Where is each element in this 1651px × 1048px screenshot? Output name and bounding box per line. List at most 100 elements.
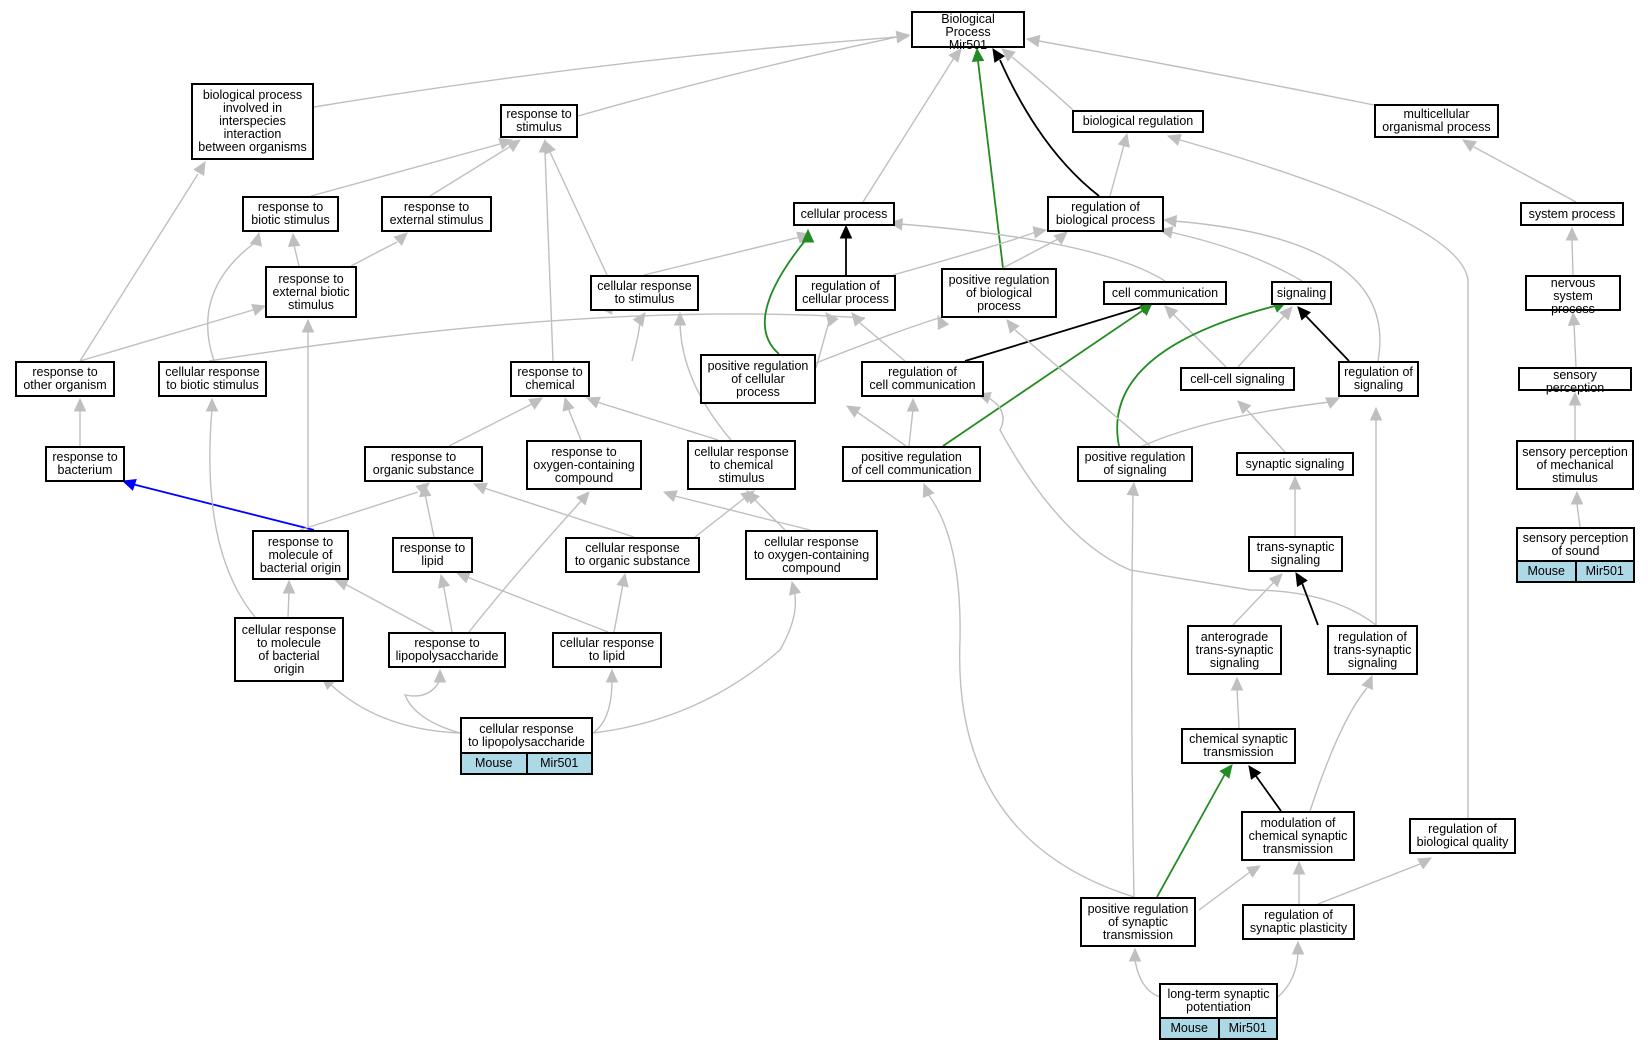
edge-line — [815, 317, 940, 364]
edge-line — [79, 173, 199, 362]
node-regulation-of-biological-process: regulation of biological process — [1047, 196, 1164, 232]
node-cellular-response-to-molecule-of-bacterial-origin: cellular response to molecule of bacteri… — [234, 617, 344, 682]
annotation-tags: Mouse Mir501 — [462, 752, 591, 773]
edge-line — [424, 493, 435, 538]
edge-arrowhead — [662, 490, 678, 503]
edge-line — [856, 411, 907, 447]
edge-line — [1237, 314, 1286, 368]
edge-arrowhead — [1292, 860, 1306, 875]
node-cellular-response-to-lipid: cellular response to lipid — [552, 632, 662, 668]
edge-line — [1134, 959, 1161, 998]
edge-line — [679, 319, 732, 441]
node-long-term-synaptic-potentiation[interactable]: long-term synaptic potentiation Mouse Mi… — [1159, 983, 1278, 1040]
edge-arrowhead — [193, 160, 206, 176]
edge-arrowhead — [73, 397, 87, 412]
edge-arrowhead — [472, 482, 488, 495]
edge-arrowhead — [1417, 857, 1433, 870]
node-biological-regulation: biological regulation — [1072, 110, 1204, 133]
node-cellular-response-to-oxygen-containing-compound: cellular response to oxygen-containing c… — [745, 530, 878, 580]
edge-arrowhead — [282, 579, 296, 594]
edge-arrowhead — [1219, 764, 1233, 779]
edge-arrowhead — [616, 572, 629, 588]
edge-line — [209, 408, 256, 618]
edge-line — [613, 583, 624, 633]
node-nervous-system-process: nervous system process — [1525, 275, 1621, 316]
node-regulation-of-synaptic-plasticity: regulation of synaptic plasticity — [1242, 904, 1355, 940]
edge-line — [344, 583, 435, 633]
edge-arrowhead — [746, 490, 760, 505]
edge-arrowhead — [205, 397, 219, 412]
edge-arrowhead — [333, 578, 349, 591]
species-tag[interactable]: Mouse — [462, 754, 526, 773]
node-biological-process-interspecies: biological process involved in interspec… — [191, 83, 314, 160]
node-response-to-lipid: response to lipid — [392, 537, 473, 573]
edge-arrowhead — [1164, 305, 1179, 320]
node-cellular-response-to-lipopolysaccharide[interactable]: cellular response to lipopolysaccharide … — [460, 717, 593, 775]
edge-line — [549, 151, 608, 276]
edge-line — [207, 240, 258, 362]
edge-arrowhead — [1246, 865, 1262, 878]
node-response-to-stimulus: response to stimulus — [500, 104, 578, 138]
edge-line — [329, 683, 461, 734]
edge-arrowhead — [1291, 940, 1305, 955]
edge-arrowhead — [605, 668, 619, 683]
edge-arrowhead — [1230, 676, 1244, 691]
edge-arrowhead — [1248, 765, 1262, 780]
node-sensory-perception-of-mechanical-stimulus: sensory perception of mechanical stimulu… — [1516, 440, 1634, 490]
edge-line — [643, 236, 801, 276]
edge-arrowhead — [948, 48, 962, 63]
edge-arrowhead — [498, 137, 514, 150]
edge-arrowhead — [1567, 311, 1581, 327]
edge-line — [1156, 773, 1226, 898]
node-synaptic-signaling: synaptic signaling — [1236, 452, 1354, 476]
node-response-to-oxygen-containing-compound: response to oxygen-containing compound — [526, 440, 642, 490]
node-response-to-external-stimulus: response to external stimulus — [381, 196, 492, 232]
edge-arrowhead — [249, 231, 263, 247]
edge-line — [1576, 503, 1581, 528]
node-regulation-of-trans-synaptic-signaling: regulation of trans-synaptic signaling — [1327, 625, 1418, 675]
edge-line — [1171, 312, 1227, 368]
edge-arrowhead — [1295, 571, 1308, 587]
edge-arrowhead — [888, 217, 904, 231]
edge-arrowhead — [845, 405, 861, 418]
edge-line — [1131, 492, 1135, 898]
edge-line — [79, 309, 254, 362]
edge-arrowhead — [1006, 319, 1020, 334]
edge-arrowhead — [1568, 391, 1582, 406]
edge-line — [293, 244, 300, 267]
edge-line — [442, 582, 453, 633]
edge-line — [1277, 951, 1299, 998]
species-tag[interactable]: Mouse — [1518, 562, 1575, 581]
edge-arrowhead — [801, 228, 815, 243]
edge-arrowhead — [1166, 133, 1182, 146]
edge-arrowhead — [1025, 34, 1041, 48]
node-response-to-molecule-of-bacterial-origin: response to molecule of bacterial origin — [252, 530, 349, 580]
edge-line — [927, 493, 1135, 898]
edge-arrowhead — [1369, 406, 1383, 421]
edge-line — [350, 241, 398, 267]
edge-line — [1169, 231, 1303, 282]
edge-arrowhead — [1162, 214, 1178, 228]
node-regulation-of-cell-communication: regulation of cell communication — [861, 361, 984, 397]
species-tag[interactable]: Mouse — [1161, 1019, 1218, 1038]
node-positive-regulation-of-cellular-process: positive regulation of cellular process — [700, 354, 816, 404]
edge-line — [468, 499, 583, 633]
gene-tag[interactable]: Mir501 — [1217, 1019, 1276, 1038]
edge-arrowhead — [585, 396, 601, 409]
edge-line — [287, 591, 290, 618]
node-sensory-perception-of-sound[interactable]: sensory perception of sound Mouse Mir501 — [1516, 527, 1635, 583]
node-chemical-synaptic-transmission: chemical synaptic transmission — [1181, 728, 1296, 764]
edge-arrowhead — [1570, 490, 1584, 505]
node-cellular-response-to-biotic-stimulus: cellular response to biotic stimulus — [158, 361, 267, 397]
node-system-process: system process — [1520, 202, 1624, 226]
gene-tag[interactable]: Mir501 — [525, 754, 591, 773]
edge-arrowhead — [839, 224, 853, 239]
edge-arrowhead — [1565, 226, 1579, 241]
node-cellular-response-to-chemical-stimulus: cellular response to chemical stimulus — [687, 440, 796, 490]
edge-line — [596, 401, 719, 441]
edge-line — [1198, 871, 1251, 911]
edge-line — [1002, 237, 1061, 269]
edge-arrowhead — [1117, 132, 1130, 148]
edge-arrowhead — [673, 311, 687, 326]
gene-tag[interactable]: Mir501 — [1574, 562, 1633, 581]
